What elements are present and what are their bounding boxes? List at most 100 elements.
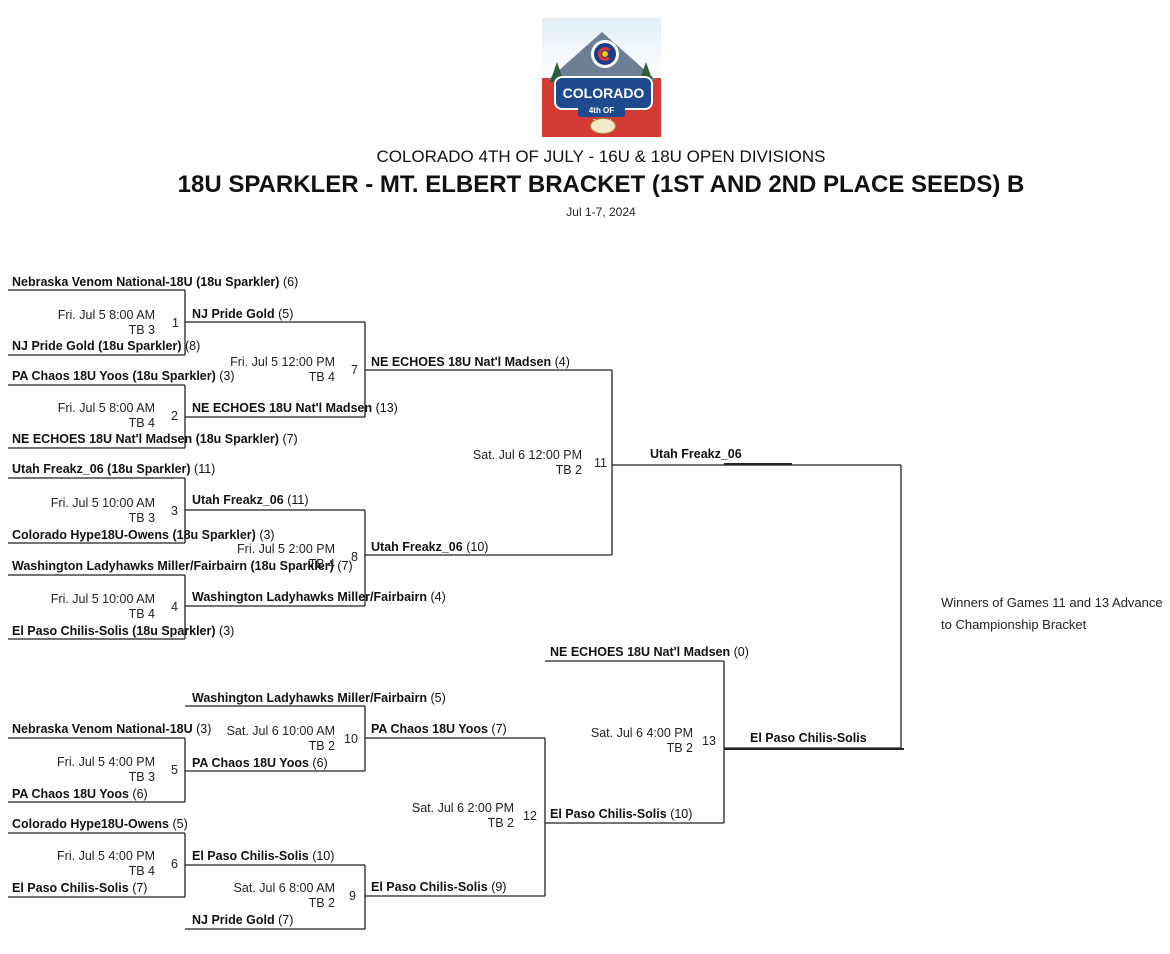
team-name: El Paso Chilis-Solis (18u Sparkler) [12,624,216,638]
team-slot[interactable]: El Paso Chilis-Solis (10) [550,807,692,822]
team-name: NE ECHOES 18U Nat'l Madsen (18u Sparkler… [12,432,279,446]
game-field: TB 2 [308,739,335,753]
team-score: (3) [259,528,275,542]
team-slot[interactable]: Washington Ladyhawks Miller/Fairbairn (4… [192,590,446,605]
team-score: (8) [184,339,201,353]
event-dates: Jul 1-7, 2024 [566,205,636,219]
team-slot[interactable]: El Paso Chilis-Solis (18u Sparkler) (3) [12,624,234,639]
game-number: 13 [702,734,716,748]
team-slot[interactable]: Utah Freakz_06 [650,447,742,462]
team-score: (3) [219,624,235,638]
team-score: (5) [172,817,188,831]
note-line-2: to Championship Bracket [941,617,1087,632]
team-name: NJ Pride Gold [192,307,275,321]
team-name: Utah Freakz_06 [371,540,463,554]
team-name: Washington Ladyhawks Miller/Fairbairn [192,590,427,604]
team-name: El Paso Chilis-Solis [750,731,867,745]
team-name: El Paso Chilis-Solis [371,880,488,894]
event-title: COLORADO 4TH OF JULY - 16U & 18U OPEN DI… [376,147,826,166]
game-field: TB 2 [487,816,514,830]
team-slot[interactable]: NE ECHOES 18U Nat'l Madsen (0) [550,645,749,660]
game-date: Sat. Jul 6 12:00 PM [472,448,582,462]
game-date: Fri. Jul 5 4:00 PM [57,849,155,863]
team-slot[interactable]: PA Chaos 18U Yoos (7) [371,722,507,737]
team-name: NJ Pride Gold (18u Sparkler) [12,339,182,353]
game-date: Fri. Jul 5 12:00 PM [230,355,335,369]
team-score: (10) [312,849,335,863]
team-slot[interactable]: El Paso Chilis-Solis (9) [371,880,506,895]
game-field: TB 3 [128,323,155,337]
team-slot[interactable]: El Paso Chilis-Solis [750,731,867,746]
team-score: (6) [312,756,328,770]
team-slot[interactable]: NJ Pride Gold (5) [192,307,293,322]
team-name: Utah Freakz_06 [192,493,284,507]
team-score: (0) [733,645,749,659]
team-slot[interactable]: NE ECHOES 18U Nat'l Madsen (13) [192,401,398,416]
game-number: 6 [171,857,178,871]
team-slot[interactable]: El Paso Chilis-Solis (10) [192,849,334,864]
softball-icon [590,118,616,134]
team-slot[interactable]: PA Chaos 18U Yoos (18u Sparkler) (3) [12,369,235,384]
team-slot[interactable]: NJ Pride Gold (7) [192,913,293,928]
team-name: Washington Ladyhawks Miller/Fairbairn (1… [12,559,334,573]
team-slot[interactable]: Colorado Hype18U-Owens (5) [12,817,188,832]
team-score: (3) [196,722,212,736]
team-slot[interactable]: Nebraska Venom National-18U (3) [12,722,211,737]
team-slot[interactable]: Nebraska Venom National-18U (18u Sparkle… [12,275,298,290]
team-name: El Paso Chilis-Solis [192,849,309,863]
team-name: Washington Ladyhawks Miller/Fairbairn [192,691,427,705]
team-score: (13) [375,401,398,415]
game-date: Sat. Jul 6 4:00 PM [590,726,693,740]
game-date: Sat. Jul 6 10:00 AM [226,724,335,738]
game-field: TB 2 [666,741,693,755]
team-score: (7) [132,881,148,895]
team-score: (6) [282,275,299,289]
team-slot[interactable]: PA Chaos 18U Yoos (6) [192,756,328,771]
game-date: Fri. Jul 5 10:00 AM [50,496,155,510]
team-name: Utah Freakz_06 [650,447,742,461]
game-field: TB 4 [308,370,335,384]
team-score: (10) [670,807,693,821]
team-slot[interactable]: NE ECHOES 18U Nat'l Madsen (4) [371,355,570,370]
game-date: Fri. Jul 5 10:00 AM [50,592,155,606]
team-name: PA Chaos 18U Yoos [192,756,309,770]
team-score: (4) [554,355,570,369]
team-score: (11) [194,462,216,476]
team-slot[interactable]: NE ECHOES 18U Nat'l Madsen (18u Sparkler… [12,432,298,447]
team-slot[interactable]: Utah Freakz_06 (11) [192,493,309,508]
game-number: 5 [171,763,178,777]
team-slot[interactable]: Utah Freakz_06 (18u Sparkler) (11) [12,462,215,477]
game-number: 2 [171,409,178,423]
team-slot[interactable]: Washington Ladyhawks Miller/Fairbairn (5… [192,691,446,706]
bracket-title: 18U SPARKLER - MT. ELBERT BRACKET (1ST A… [177,171,1025,198]
team-score: (6) [132,787,148,801]
team-slot[interactable]: Colorado Hype18U-Owens (18u Sparkler) (3… [12,528,275,543]
team-name: NE ECHOES 18U Nat'l Madsen [371,355,552,369]
team-slot[interactable]: Washington Ladyhawks Miller/Fairbairn (1… [12,559,353,574]
team-slot[interactable]: PA Chaos 18U Yoos (6) [12,787,148,802]
game-field: TB 2 [308,896,335,910]
team-score: (4) [430,590,446,604]
game-date: Fri. Jul 5 4:00 PM [57,755,155,769]
team-slot[interactable]: Utah Freakz_06 (10) [371,540,488,555]
team-slot[interactable]: El Paso Chilis-Solis (7) [12,881,147,896]
team-slot[interactable]: NJ Pride Gold (18u Sparkler) (8) [12,339,200,354]
team-name: NE ECHOES 18U Nat'l Madsen [550,645,731,659]
event-logo: COLORADO 4th OF JULY [542,18,661,137]
team-name: PA Chaos 18U Yoos [371,722,488,736]
team-name: Colorado Hype18U-Owens [12,817,169,831]
team-score: (7) [491,722,507,736]
team-score: (7) [337,559,353,573]
team-score: (11) [287,493,309,507]
game-number: 8 [351,550,358,564]
